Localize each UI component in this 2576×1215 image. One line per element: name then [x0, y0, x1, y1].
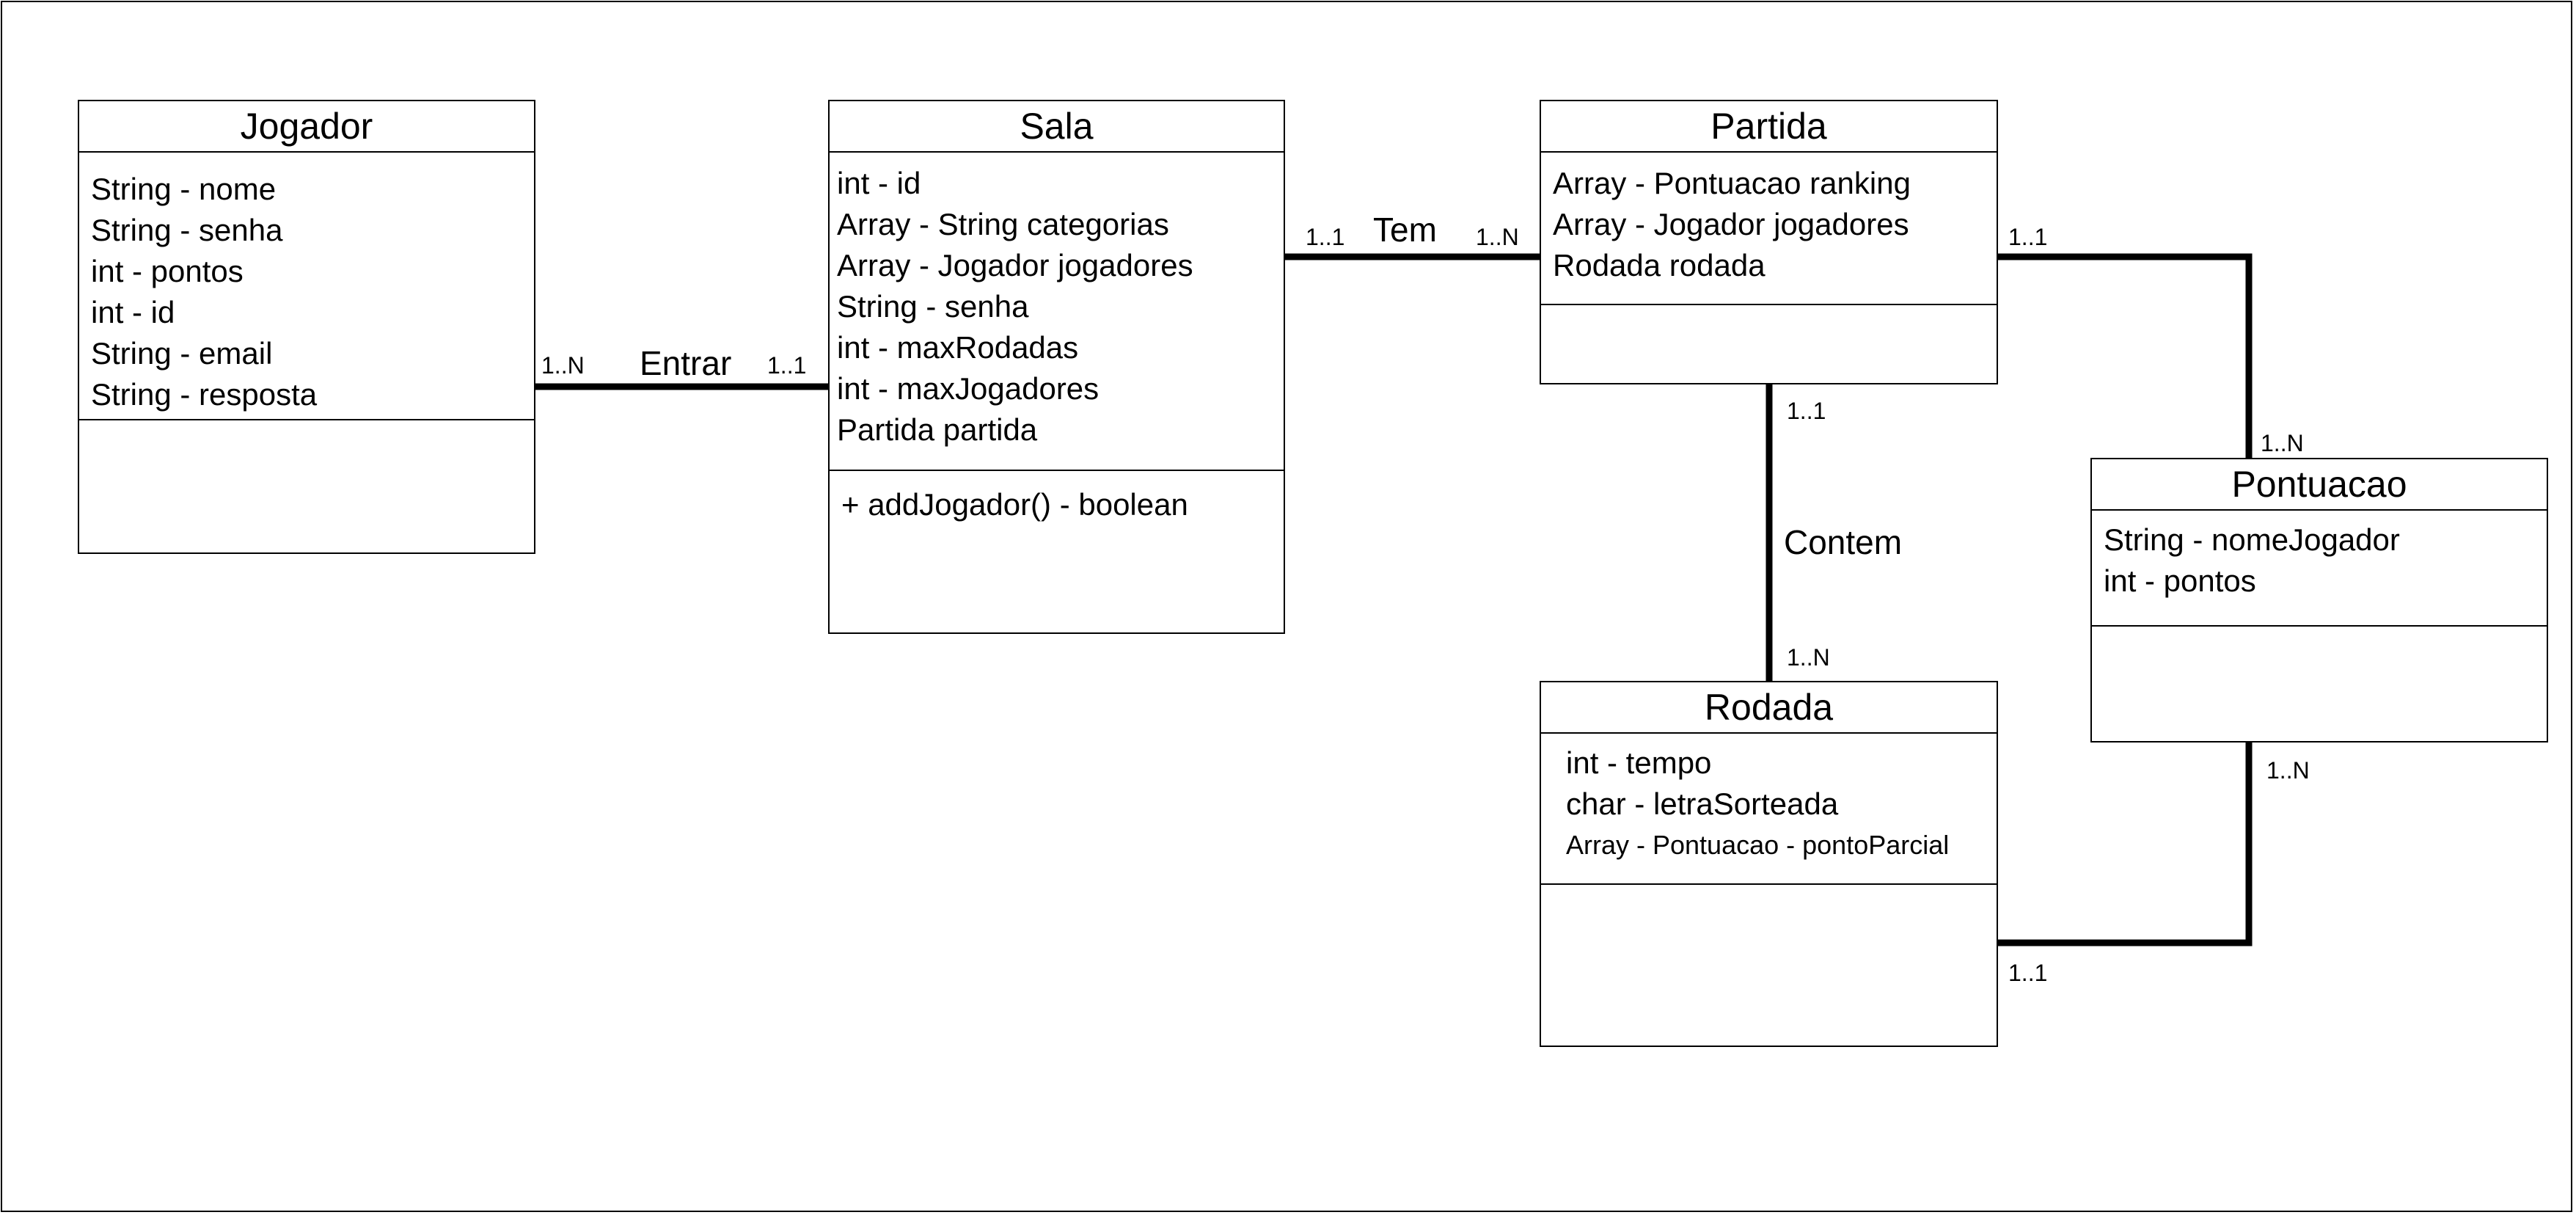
multiplicity-sala-partida-from: 1..1: [1306, 224, 1345, 250]
class-jogador[interactable]: Jogador String - nome String - senha int…: [78, 100, 535, 554]
class-divider: [1541, 732, 1997, 734]
association-label-contem: Contem: [1784, 523, 1903, 561]
attribute: int - maxRodadas: [837, 330, 1079, 365]
class-attributes: int - id Array - String categorias Array…: [837, 163, 1276, 450]
attribute: int - id: [91, 295, 175, 329]
attribute: int - tempo: [1566, 745, 1712, 780]
attribute: Array - Jogador jogadores: [837, 248, 1193, 282]
multiplicity-sala-partida-to: 1..N: [1476, 224, 1519, 250]
class-attributes: String - nomeJogador int - pontos: [2104, 519, 2539, 602]
class-name: Sala: [1020, 106, 1094, 147]
class-divider: [830, 151, 1284, 153]
attribute: int - maxJogadores: [837, 371, 1099, 406]
operation: + addJogador() - boolean: [841, 487, 1188, 522]
attribute: int - id: [837, 166, 921, 200]
attribute: String - nomeJogador: [2104, 522, 2400, 557]
class-name: Pontuacao: [2231, 464, 2407, 505]
class-attributes: String - nome String - senha int - ponto…: [91, 169, 527, 415]
attribute: int - pontos: [91, 254, 244, 288]
line-rodada-pontuacao: [1998, 742, 2253, 946]
class-name: Partida: [1710, 106, 1827, 147]
multiplicity-rodada-pontuacao-from: 1..1: [2008, 960, 2048, 986]
class-divider: [1541, 151, 1997, 153]
class-operations: + addJogador() - boolean: [841, 484, 1276, 525]
attribute: Rodada rodada: [1553, 248, 1765, 282]
class-attributes: Array - Pontuacao ranking Array - Jogado…: [1553, 163, 1989, 286]
multiplicity-partida-pontuacao-from: 1..1: [2008, 224, 2048, 250]
multiplicity-partida-rodada-to: 1..N: [1787, 644, 1830, 671]
attribute: Array - Pontuacao ranking: [1553, 166, 1911, 200]
attribute: String - resposta: [91, 377, 318, 412]
attribute: Partida partida: [837, 412, 1038, 447]
attribute: String - senha: [837, 289, 1029, 324]
class-sala[interactable]: Sala int - id Array - String categorias …: [828, 100, 1285, 634]
class-pontuacao[interactable]: Pontuacao String - nomeJogador int - pon…: [2090, 458, 2548, 742]
class-divider: [1541, 304, 1997, 305]
class-divider: [2092, 509, 2547, 511]
class-divider: [2092, 625, 2547, 627]
association-label-tem: Tem: [1373, 211, 1437, 249]
multiplicity-jogador-sala-from: 1..N: [541, 352, 585, 379]
line-partida-pontuacao: [1998, 253, 2253, 458]
class-rodada[interactable]: Rodada int - tempo char - letraSorteada …: [1540, 681, 1998, 1047]
association-label-entrar: Entrar: [640, 344, 732, 382]
attribute: Array - Pontuacao - pontoParcial: [1566, 830, 1950, 860]
class-name: Rodada: [1704, 687, 1834, 728]
attribute: int - pontos: [2104, 563, 2256, 598]
multiplicity-partida-rodada-from: 1..1: [1787, 398, 1826, 424]
class-attributes: int - tempo char - letraSorteada Array -…: [1566, 742, 1989, 866]
class-partida[interactable]: Partida Array - Pontuacao ranking Array …: [1540, 100, 1998, 384]
class-name: Jogador: [240, 106, 373, 147]
class-divider: [1541, 883, 1997, 885]
attribute: String - email: [91, 336, 273, 371]
multiplicity-jogador-sala-to: 1..1: [767, 352, 807, 379]
multiplicity-partida-pontuacao-to: 1..N: [2261, 430, 2304, 456]
attribute: Array - String categorias: [837, 207, 1169, 241]
attribute: Array - Jogador jogadores: [1553, 207, 1909, 241]
class-divider: [830, 470, 1284, 471]
class-divider: [79, 419, 534, 420]
multiplicity-rodada-pontuacao-to: 1..N: [2266, 757, 2310, 784]
attribute: char - letraSorteada: [1566, 787, 1839, 821]
attribute: String - nome: [91, 172, 277, 206]
attribute: String - senha: [91, 213, 283, 247]
class-divider: [79, 151, 534, 153]
